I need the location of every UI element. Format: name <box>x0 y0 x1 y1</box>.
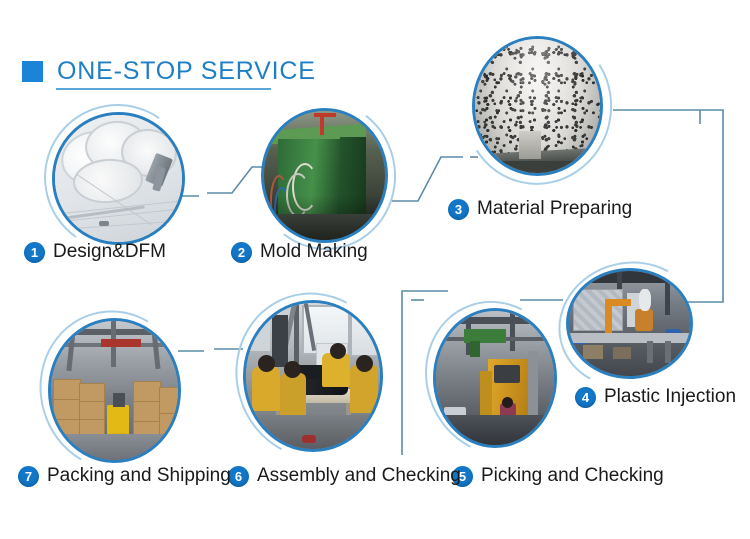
photo-material-preparing <box>475 39 600 173</box>
bubble-step-7-packing-shipping[interactable] <box>48 318 181 463</box>
caption-step-5: 5 Picking and Checking <box>452 465 664 487</box>
step-badge-6: 6 <box>228 465 249 487</box>
step-badge-4: 4 <box>575 386 596 408</box>
step-label-1: Design&DFM <box>53 241 166 262</box>
title-underline-divider <box>56 88 271 90</box>
caption-step-3: 3 Material Preparing <box>448 198 632 220</box>
bubble-step-1-design-dfm[interactable] <box>52 112 185 245</box>
step-badge-5: 5 <box>452 465 473 487</box>
page-title-text: ONE-STOP SERVICE <box>57 57 316 85</box>
bubble-step-6-assembly-checking[interactable] <box>243 300 383 452</box>
step-label-3: Material Preparing <box>477 198 633 219</box>
bubble-step-4-plastic-injection[interactable] <box>566 268 693 379</box>
caption-step-6: 6 Assembly and Checking <box>228 465 461 487</box>
step-badge-2: 2 <box>231 241 252 263</box>
caption-step-4: 4 Plastic Injection <box>575 386 736 408</box>
connector-step2-step3 <box>392 156 463 202</box>
step-label-4: Plastic Injection <box>604 386 737 407</box>
photo-assembly-checking <box>246 303 380 449</box>
photo-mold-making <box>264 111 385 240</box>
bubble-step-3-material-preparing[interactable] <box>472 36 603 176</box>
caption-step-2: 2 Mold Making <box>231 241 368 263</box>
bubble-step-2-mold-making[interactable] <box>261 108 388 243</box>
photo-design-dfm <box>55 115 182 242</box>
step-label-7: Packing and Shipping <box>47 465 231 486</box>
step-badge-3: 3 <box>448 198 469 220</box>
step-label-2: Mold Making <box>260 241 368 262</box>
photo-plastic-injection <box>569 271 690 376</box>
photo-picking-checking <box>436 311 554 445</box>
photo-packing-shipping <box>51 321 178 460</box>
blue-square-icon <box>22 61 43 82</box>
caption-step-7: 7 Packing and Shipping <box>18 465 231 487</box>
page-title: ONE-STOP SERVICE <box>22 57 316 86</box>
caption-step-1: 1 Design&DFM <box>24 241 166 263</box>
step-badge-7: 7 <box>18 465 39 487</box>
step-label-5: Picking and Checking <box>481 465 664 486</box>
bubble-step-5-picking-checking[interactable] <box>433 308 557 448</box>
step-label-6: Assembly and Checking <box>257 465 461 486</box>
step-badge-1: 1 <box>24 241 45 263</box>
